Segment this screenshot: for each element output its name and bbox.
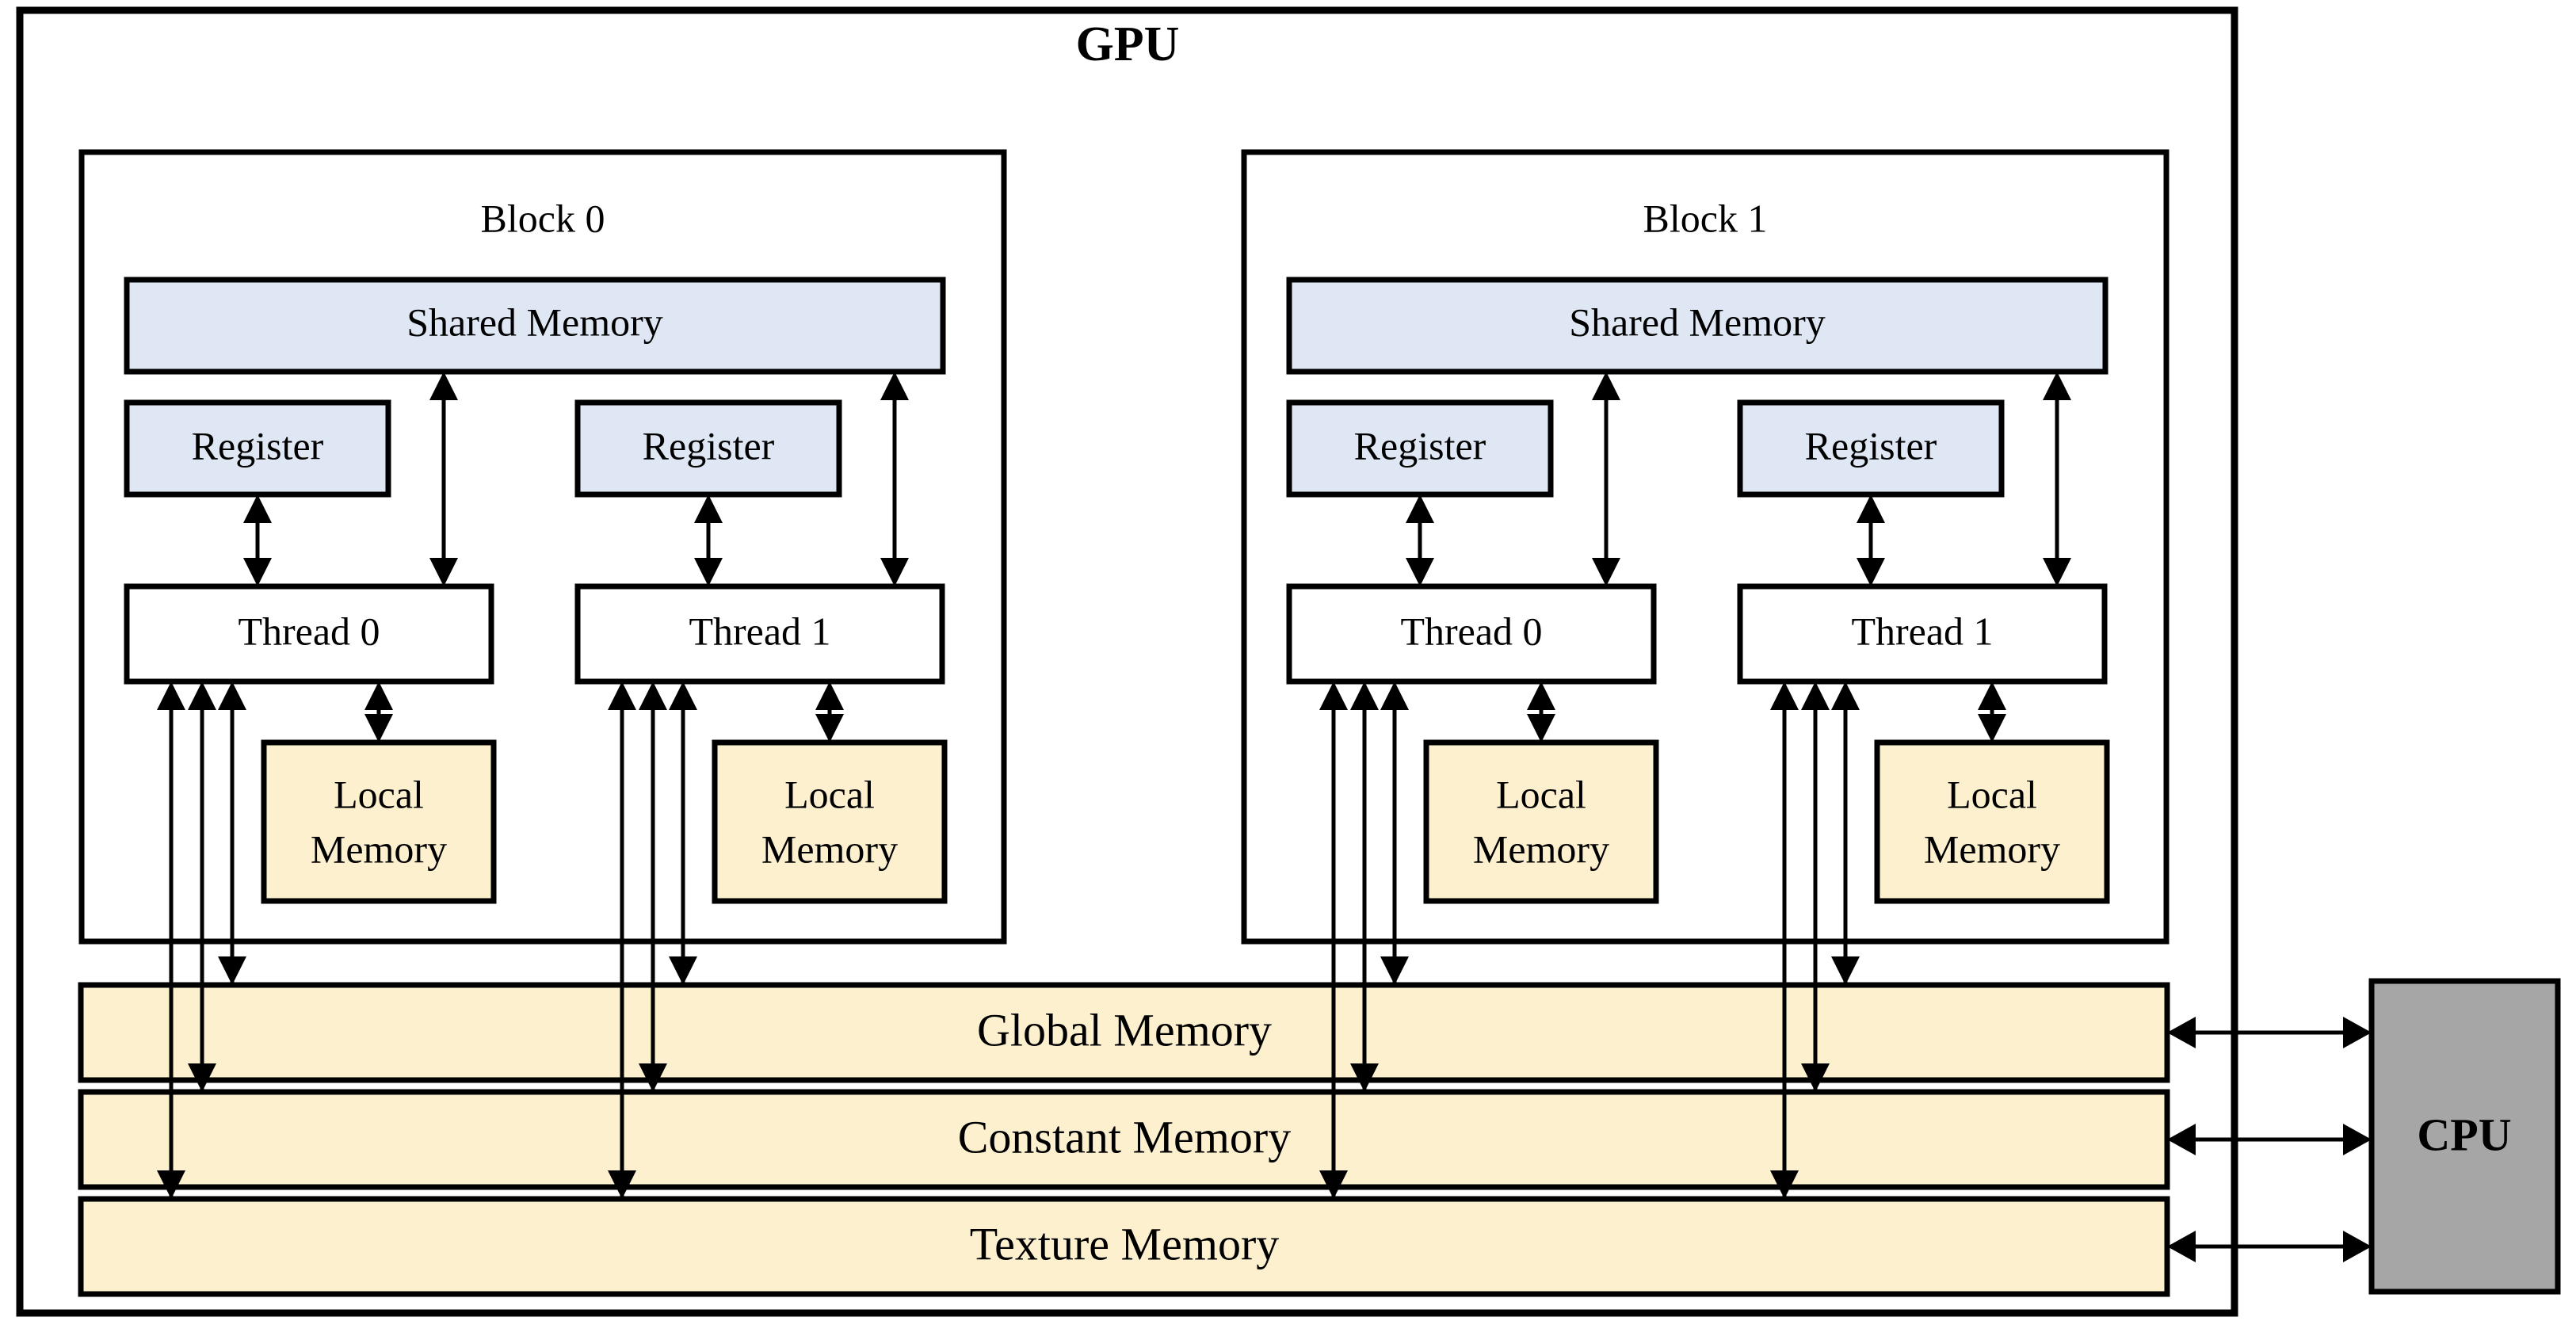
block-0-shared-memory-label: Shared Memory [406, 300, 663, 344]
block-1-thread-0-local-memory [1423, 739, 1659, 904]
arrow-b1-t0-local-memory [1527, 681, 1555, 743]
arrow-b0-t0-register-thread [243, 494, 272, 586]
block-1-thread-0-label: Thread 0 [1400, 609, 1542, 653]
block-0-thread-0 [124, 583, 494, 685]
arrow-b0-t1-shared-thread [880, 372, 909, 586]
texture-memory-bar [78, 1196, 2170, 1297]
block-0-thread-1 [574, 583, 945, 685]
block-1-thread-1-register [1737, 399, 2005, 498]
block-1-thread-1-register-label: Register [1805, 423, 1937, 468]
arrow-b0-t1-to-constant-memory [639, 681, 667, 1092]
block-0-thread-0-label: Thread 0 [238, 609, 380, 653]
arrow-b0-t1-local-memory [815, 681, 844, 743]
arrow-b1-t0-register-thread [1406, 494, 1434, 586]
arrow-b0-t0-to-global-memory [218, 681, 246, 985]
arrow-b0-t1-to-global-memory [669, 681, 697, 985]
arrow-b1-t0-shared-thread [1592, 372, 1620, 586]
arrow-b1-t1-to-global-memory [1831, 681, 1860, 985]
block-1-thread-1-label: Thread 1 [1851, 609, 1993, 653]
block-1-thread-0-register-label: Register [1354, 423, 1486, 468]
block-1-thread-1-local-memory [1874, 739, 2110, 904]
arrow-b0-t0-to-constant-memory [188, 681, 216, 1092]
block-1-shared-memory-label: Shared Memory [1569, 300, 1826, 344]
block-1-shared-memory [1286, 277, 2109, 375]
block-0-thread-1-local-memory [712, 739, 948, 904]
block-0-thread-1-local-memory-line1: Local [784, 772, 875, 816]
cpu-box [2368, 978, 2561, 1295]
block-0-thread-1-register [574, 399, 842, 498]
arrow-texture-memory-cpu [2167, 1231, 2372, 1262]
block-1-thread-0-local-memory-line2: Memory [1473, 827, 1609, 871]
block-1-thread-1 [1737, 583, 2108, 685]
block-1-thread-1-local-memory-line2: Memory [1924, 827, 2060, 871]
block-0-thread-0-local-memory-line2: Memory [311, 827, 447, 871]
arrow-b1-t0-to-global-memory [1380, 681, 1409, 985]
arrow-b0-t0-local-memory [364, 681, 393, 743]
cpu-label: CPU [2417, 1109, 2511, 1160]
arrow-global-memory-cpu [2167, 1017, 2372, 1048]
block-1-thread-0-register [1286, 399, 1554, 498]
texture-memory-label: Texture Memory [970, 1218, 1280, 1269]
arrow-b1-t1-shared-thread [2043, 372, 2071, 586]
block-0-thread-1-label: Thread 1 [689, 609, 830, 653]
block-1-thread-0 [1286, 583, 1657, 685]
block-0-thread-0-local-memory [261, 739, 497, 904]
arrow-constant-memory-cpu [2167, 1124, 2372, 1155]
arrow-b1-t1-local-memory [1978, 681, 2006, 743]
arrow-b0-t1-to-texture-memory [608, 681, 636, 1199]
block-0-thread-1-local-memory-line2: Memory [761, 827, 898, 871]
gpu-title: GPU [1076, 17, 1180, 71]
block-0-thread-0-local-memory-line1: Local [334, 772, 424, 816]
arrow-b1-t0-to-texture-memory [1319, 681, 1348, 1199]
arrow-b1-t1-to-texture-memory [1770, 681, 1799, 1199]
arrow-b1-t1-register-thread [1857, 494, 1885, 586]
global-memory-label: Global Memory [977, 1004, 1272, 1056]
block-0-label: Block 0 [481, 196, 605, 240]
block-0-thread-0-register-label: Register [192, 423, 324, 468]
arrow-b0-t0-shared-thread [429, 372, 458, 586]
block-0-thread-0-register [124, 399, 391, 498]
block-1-thread-1-local-memory-line1: Local [1947, 772, 2037, 816]
arrow-b1-t0-to-constant-memory [1350, 681, 1379, 1092]
arrow-b0-t1-register-thread [694, 494, 723, 586]
arrow-b1-t1-to-constant-memory [1801, 681, 1830, 1092]
block-0-shared-memory [124, 277, 946, 375]
block-1-label: Block 1 [1643, 196, 1768, 240]
constant-memory-label: Constant Memory [958, 1111, 1291, 1162]
block-0-thread-1-register-label: Register [643, 423, 775, 468]
arrow-b0-t0-to-texture-memory [157, 681, 185, 1199]
block-1-thread-0-local-memory-line1: Local [1496, 772, 1586, 816]
